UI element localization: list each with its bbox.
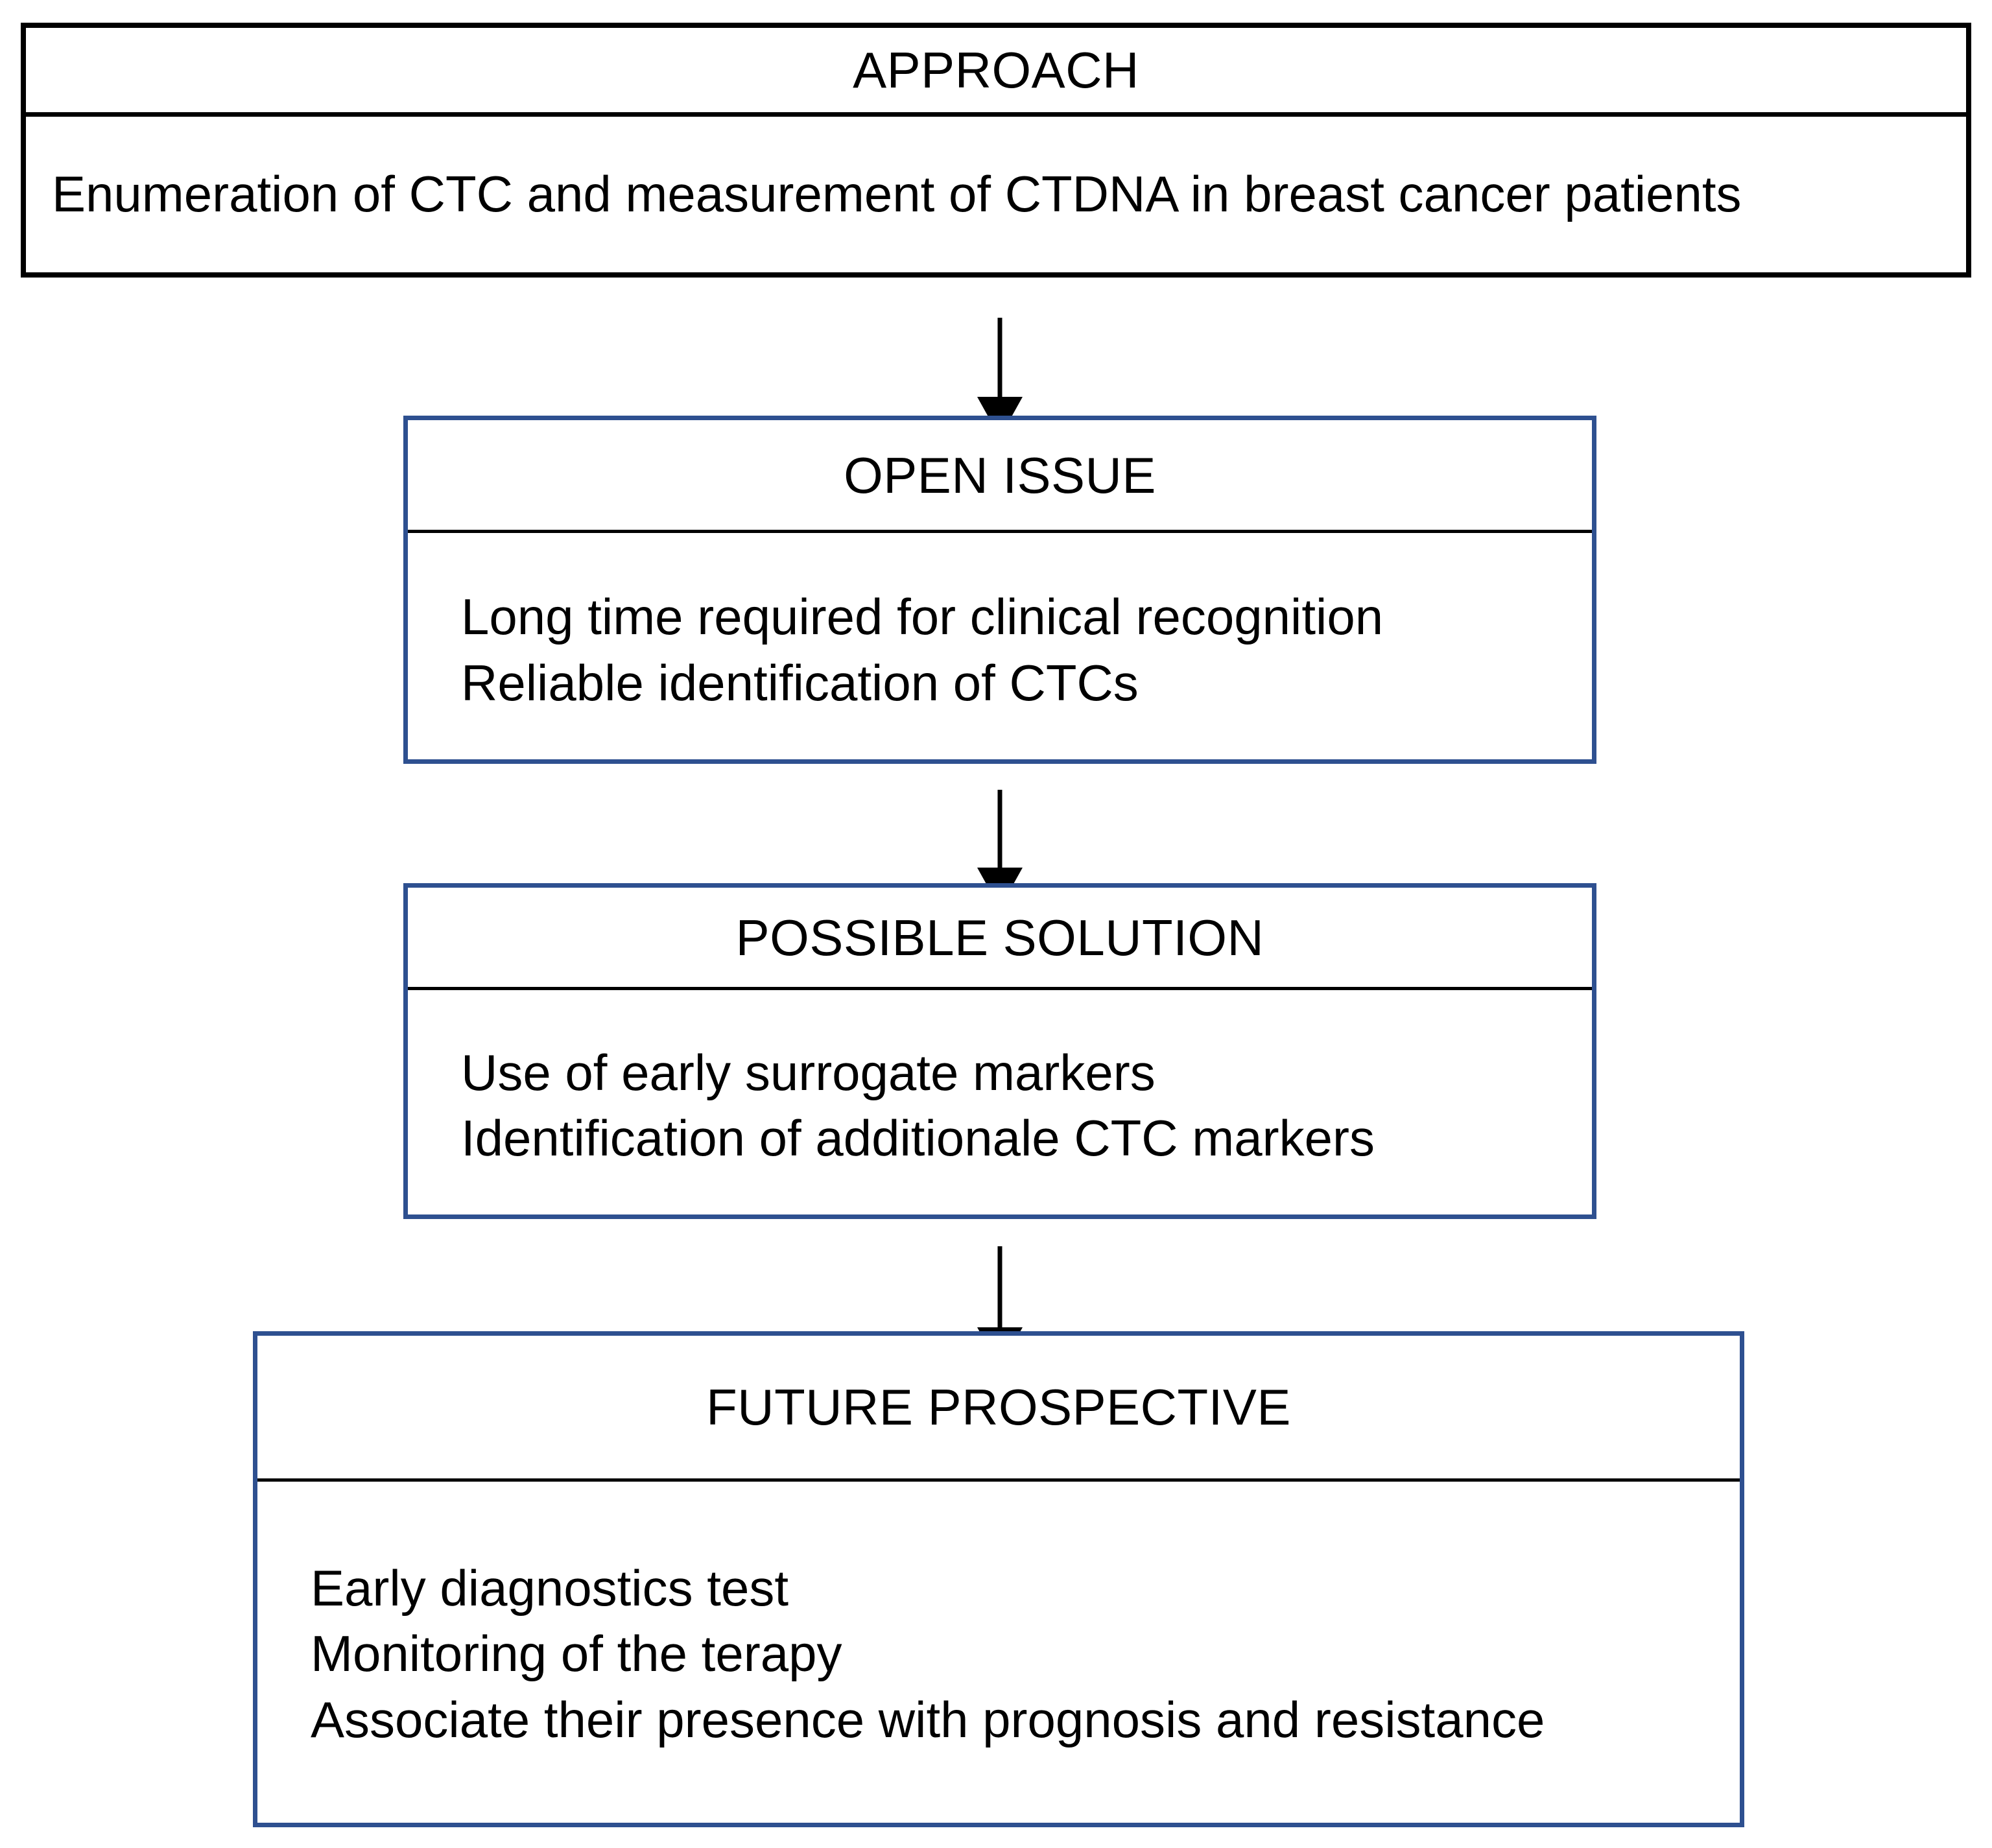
- node-open-issue-line-2: Reliable identification of CTCs: [461, 654, 1139, 711]
- node-possible-solution: POSSIBLE SOLUTION Use of early surrogate…: [403, 883, 1596, 1219]
- node-approach-header: APPROACH: [26, 28, 1966, 117]
- node-possible-solution-line-2: Identification of additionale CTC marker…: [461, 1109, 1375, 1167]
- arrow-shaft: [997, 1246, 1002, 1327]
- node-possible-solution-body: Use of early surrogate markers Identific…: [408, 990, 1592, 1214]
- node-future-prospective-line-3: Associate their presence with prognosis …: [311, 1690, 1545, 1748]
- node-possible-solution-title: POSSIBLE SOLUTION: [735, 908, 1264, 966]
- node-approach-title: APPROACH: [853, 41, 1139, 99]
- node-open-issue-body: Long time required for clinical recognit…: [408, 533, 1592, 759]
- node-future-prospective-title: FUTURE PROSPECTIVE: [706, 1379, 1291, 1436]
- node-future-prospective-body: Early diagnostics test Monitoring of the…: [257, 1482, 1740, 1823]
- node-future-prospective-line-1: Early diagnostics test: [311, 1559, 789, 1617]
- node-approach-line-1: Enumeration of CTC and measurement of CT…: [52, 165, 1742, 223]
- arrow-shaft: [997, 318, 1002, 397]
- node-open-issue-header: OPEN ISSUE: [408, 420, 1592, 533]
- node-approach: APPROACH Enumeration of CTC and measurem…: [21, 23, 1971, 278]
- node-approach-body: Enumeration of CTC and measurement of CT…: [26, 117, 1966, 272]
- node-open-issue: OPEN ISSUE Long time required for clinic…: [403, 416, 1596, 764]
- node-future-prospective: FUTURE PROSPECTIVE Early diagnostics tes…: [253, 1331, 1744, 1827]
- node-future-prospective-line-2: Monitoring of the terapy: [311, 1625, 842, 1683]
- node-possible-solution-line-1: Use of early surrogate markers: [461, 1043, 1156, 1101]
- node-future-prospective-header: FUTURE PROSPECTIVE: [257, 1336, 1740, 1482]
- node-open-issue-title: OPEN ISSUE: [844, 446, 1156, 504]
- node-possible-solution-header: POSSIBLE SOLUTION: [408, 888, 1592, 990]
- arrow-shaft: [997, 790, 1002, 868]
- node-open-issue-line-1: Long time required for clinical recognit…: [461, 588, 1384, 646]
